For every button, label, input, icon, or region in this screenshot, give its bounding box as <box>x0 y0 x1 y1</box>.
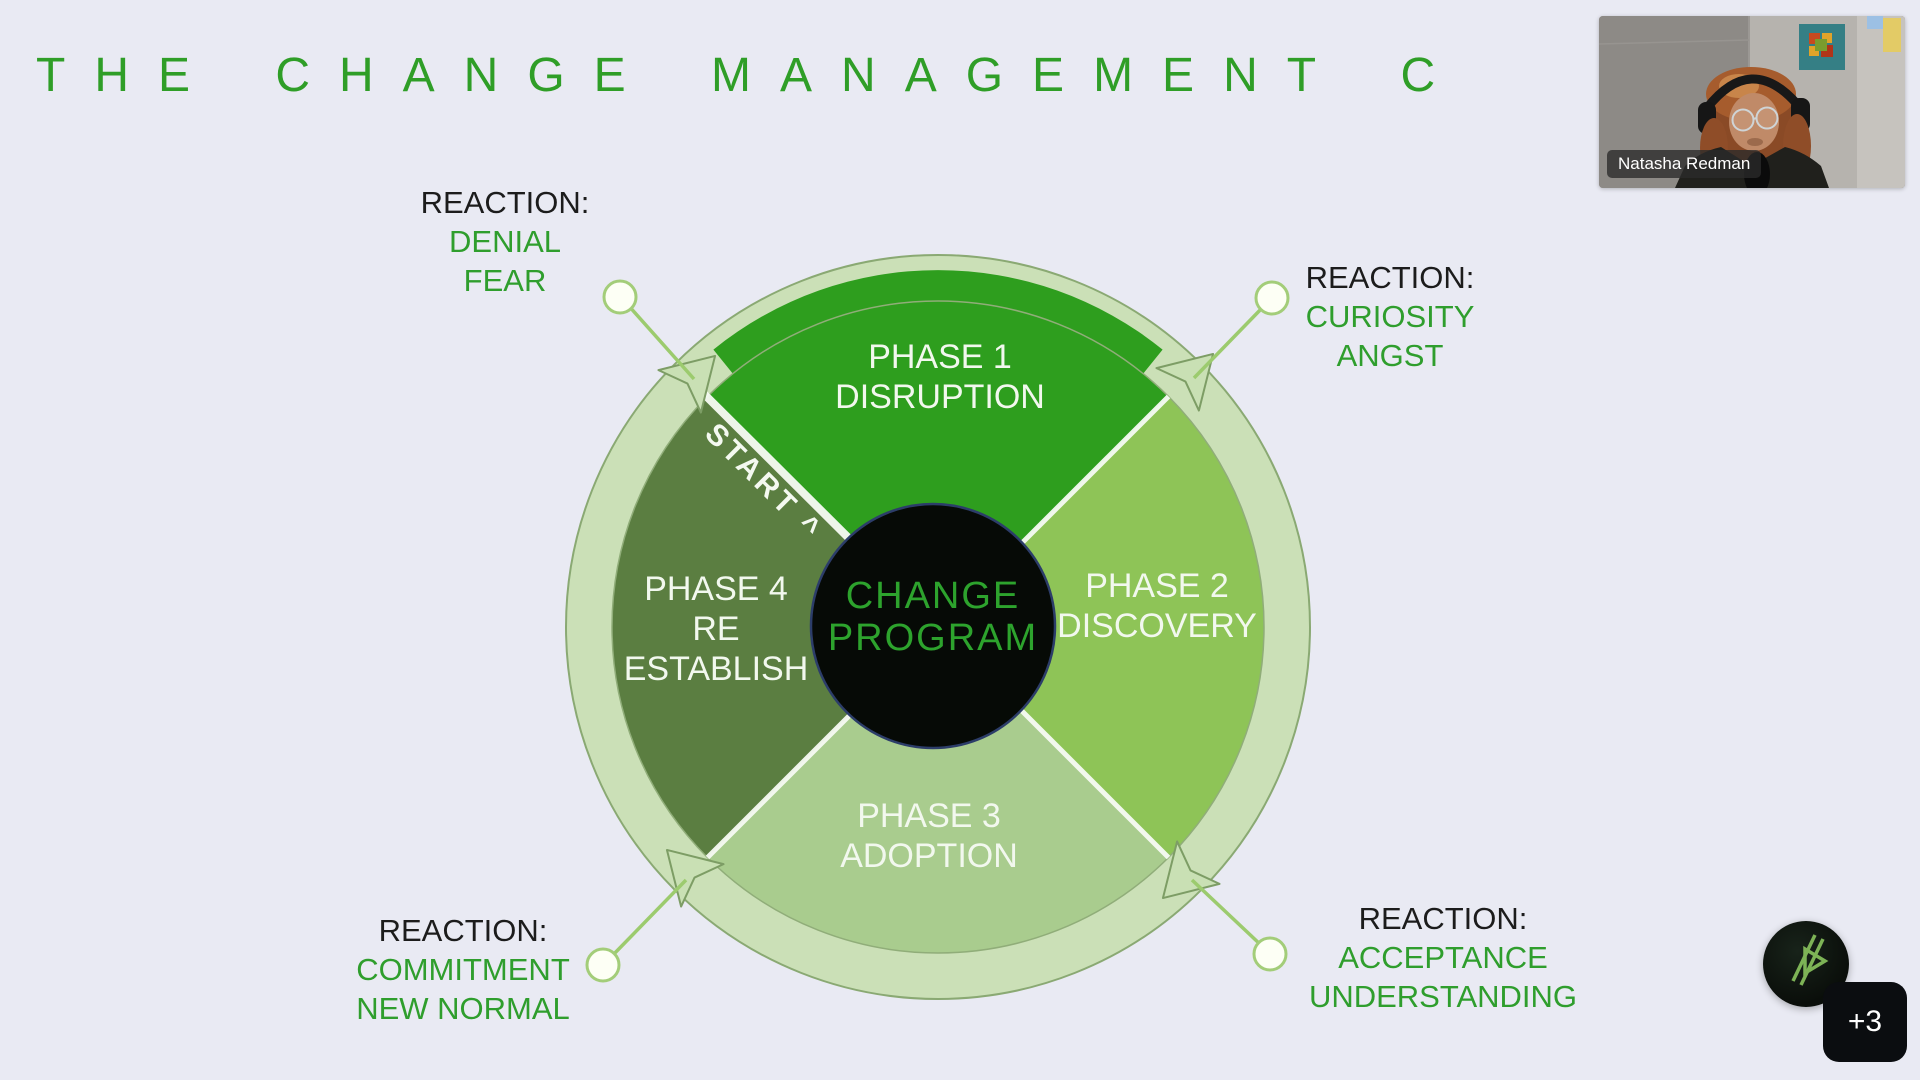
reaction-line: DENIAL <box>449 224 561 259</box>
callout-dots <box>585 279 1290 983</box>
phase-3-label-line-2: ADOPTION <box>840 837 1018 875</box>
slide-title: THE CHANGE MANAGEMENT C <box>36 49 1465 102</box>
phase-3-label-line-1: PHASE 3 <box>857 797 1001 835</box>
reaction-block-bottom-left: REACTION: COMMITMENT NEW NORMAL <box>243 911 683 1028</box>
phase-1-highlight-arc <box>713 270 1163 374</box>
phase-2-wedge <box>938 396 1264 858</box>
reaction-line: FEAR <box>463 263 547 298</box>
phase-1-wedge <box>707 301 1169 627</box>
reaction-block-top-right: REACTION: CURIOSITY ANGST <box>1190 258 1590 375</box>
callout-dot-bottom-left <box>585 947 621 983</box>
sticky-notes-icon <box>1867 16 1901 52</box>
phase-2-label-line-1: PHASE 2 <box>1085 567 1229 605</box>
reaction-line: NEW NORMAL <box>356 991 570 1026</box>
participant-avatar <box>1675 67 1829 188</box>
center-label-line-1: CHANGE <box>846 575 1021 617</box>
phase-4-label-line-2: RE <box>692 610 739 648</box>
participant-video-tile[interactable]: Natasha Redman <box>1599 16 1905 188</box>
webcam-video-feed <box>1599 16 1905 188</box>
wall-art-icon <box>1799 24 1845 70</box>
brand-glyph-icon <box>1791 934 1829 986</box>
phase-4-wedge <box>612 396 938 858</box>
participant-name-label: Natasha Redman <box>1607 150 1762 178</box>
phase-1-label-line-2: DISRUPTION <box>835 378 1045 416</box>
reaction-block-bottom-right: REACTION: ACCEPTANCE UNDERSTANDING <box>1193 899 1693 1016</box>
phase-3-wedge <box>707 627 1169 953</box>
callout-dot-bottom-right <box>1252 936 1288 972</box>
callout-dot-top-right <box>1254 280 1290 316</box>
reaction-line: CURIOSITY <box>1305 299 1475 334</box>
reaction-line: ACCEPTANCE <box>1338 940 1548 975</box>
flow-arrow-top-left-icon <box>657 354 717 414</box>
callout-lines <box>609 303 1266 959</box>
center-circle <box>809 502 1057 750</box>
more-participants-badge[interactable]: +3 <box>1823 982 1907 1062</box>
reaction-line: UNDERSTANDING <box>1308 979 1578 1014</box>
callout-dot-top-left <box>602 279 638 315</box>
reaction-heading: REACTION: <box>1305 260 1475 295</box>
reaction-heading: REACTION: <box>420 185 590 220</box>
phase-4-label-line-3: ESTABLISH <box>624 650 809 688</box>
phase-1-label-line-1: PHASE 1 <box>868 338 1012 376</box>
reaction-block-top-left: REACTION: DENIAL FEAR <box>305 183 705 300</box>
reaction-line: ANGST <box>1336 338 1444 373</box>
flow-arrow-top-right-icon <box>1155 352 1215 412</box>
ring-inner-edge <box>611 300 1265 954</box>
more-participants-count: +3 <box>1847 1005 1883 1038</box>
reaction-line: COMMITMENT <box>356 952 570 987</box>
phase-4-label-line-1: PHASE 4 <box>644 570 788 608</box>
center-label-line-2: PROGRAM <box>828 617 1038 659</box>
reaction-heading: REACTION: <box>1358 901 1528 936</box>
phase-2-label-line-2: DISCOVERY <box>1057 607 1257 645</box>
reaction-heading: REACTION: <box>378 913 548 948</box>
